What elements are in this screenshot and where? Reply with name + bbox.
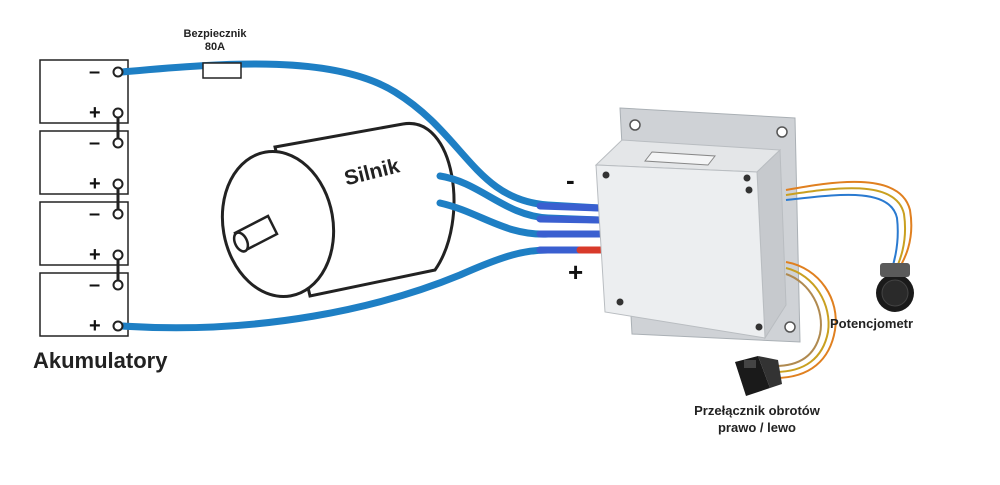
potentiometer-wires [785, 180, 913, 281]
potentiometer [876, 263, 914, 312]
cable-positive [118, 246, 604, 332]
battery-terminals [112, 66, 124, 332]
fuse [202, 62, 242, 79]
battery-3-plus: + [89, 244, 101, 266]
motor-controller [594, 107, 801, 343]
switch-wires [774, 261, 837, 379]
battery-1-minus: – [89, 61, 101, 83]
direction-switch [735, 356, 782, 396]
housing-front [595, 164, 766, 339]
controller-minus-sign: - [566, 165, 575, 195]
fuse-label-line2: 80A [204, 41, 226, 53]
motor-shaft [232, 214, 279, 253]
battery-2-plus: + [89, 173, 101, 195]
battery-3-minus: – [89, 203, 101, 225]
fuse-label-line1: Bezpiecznik [183, 28, 247, 40]
battery-4-plus: + [89, 315, 101, 337]
controller-plus-sign: + [568, 257, 584, 287]
batteries-label: Akumulatory [33, 348, 168, 373]
motor [220, 122, 456, 299]
controller-sticker [644, 151, 716, 166]
battery-2-minus: – [89, 132, 101, 154]
fuse-label: Bezpiecznik 80A [175, 28, 255, 54]
switch-label-line1: Przełącznik obrotów [694, 403, 820, 418]
potentiometer-label: Potencjometr [830, 316, 914, 331]
battery-4-minus: – [89, 274, 101, 296]
switch-label-line2: prawo / lewo [717, 420, 796, 435]
housing-screws [602, 171, 763, 331]
switch-label: Przełącznik obrotów prawo / lewo [672, 402, 842, 436]
battery-stack [39, 59, 129, 337]
motor-end-face [220, 149, 336, 299]
battery-1-plus: + [89, 102, 101, 124]
cable-ends [536, 202, 604, 254]
